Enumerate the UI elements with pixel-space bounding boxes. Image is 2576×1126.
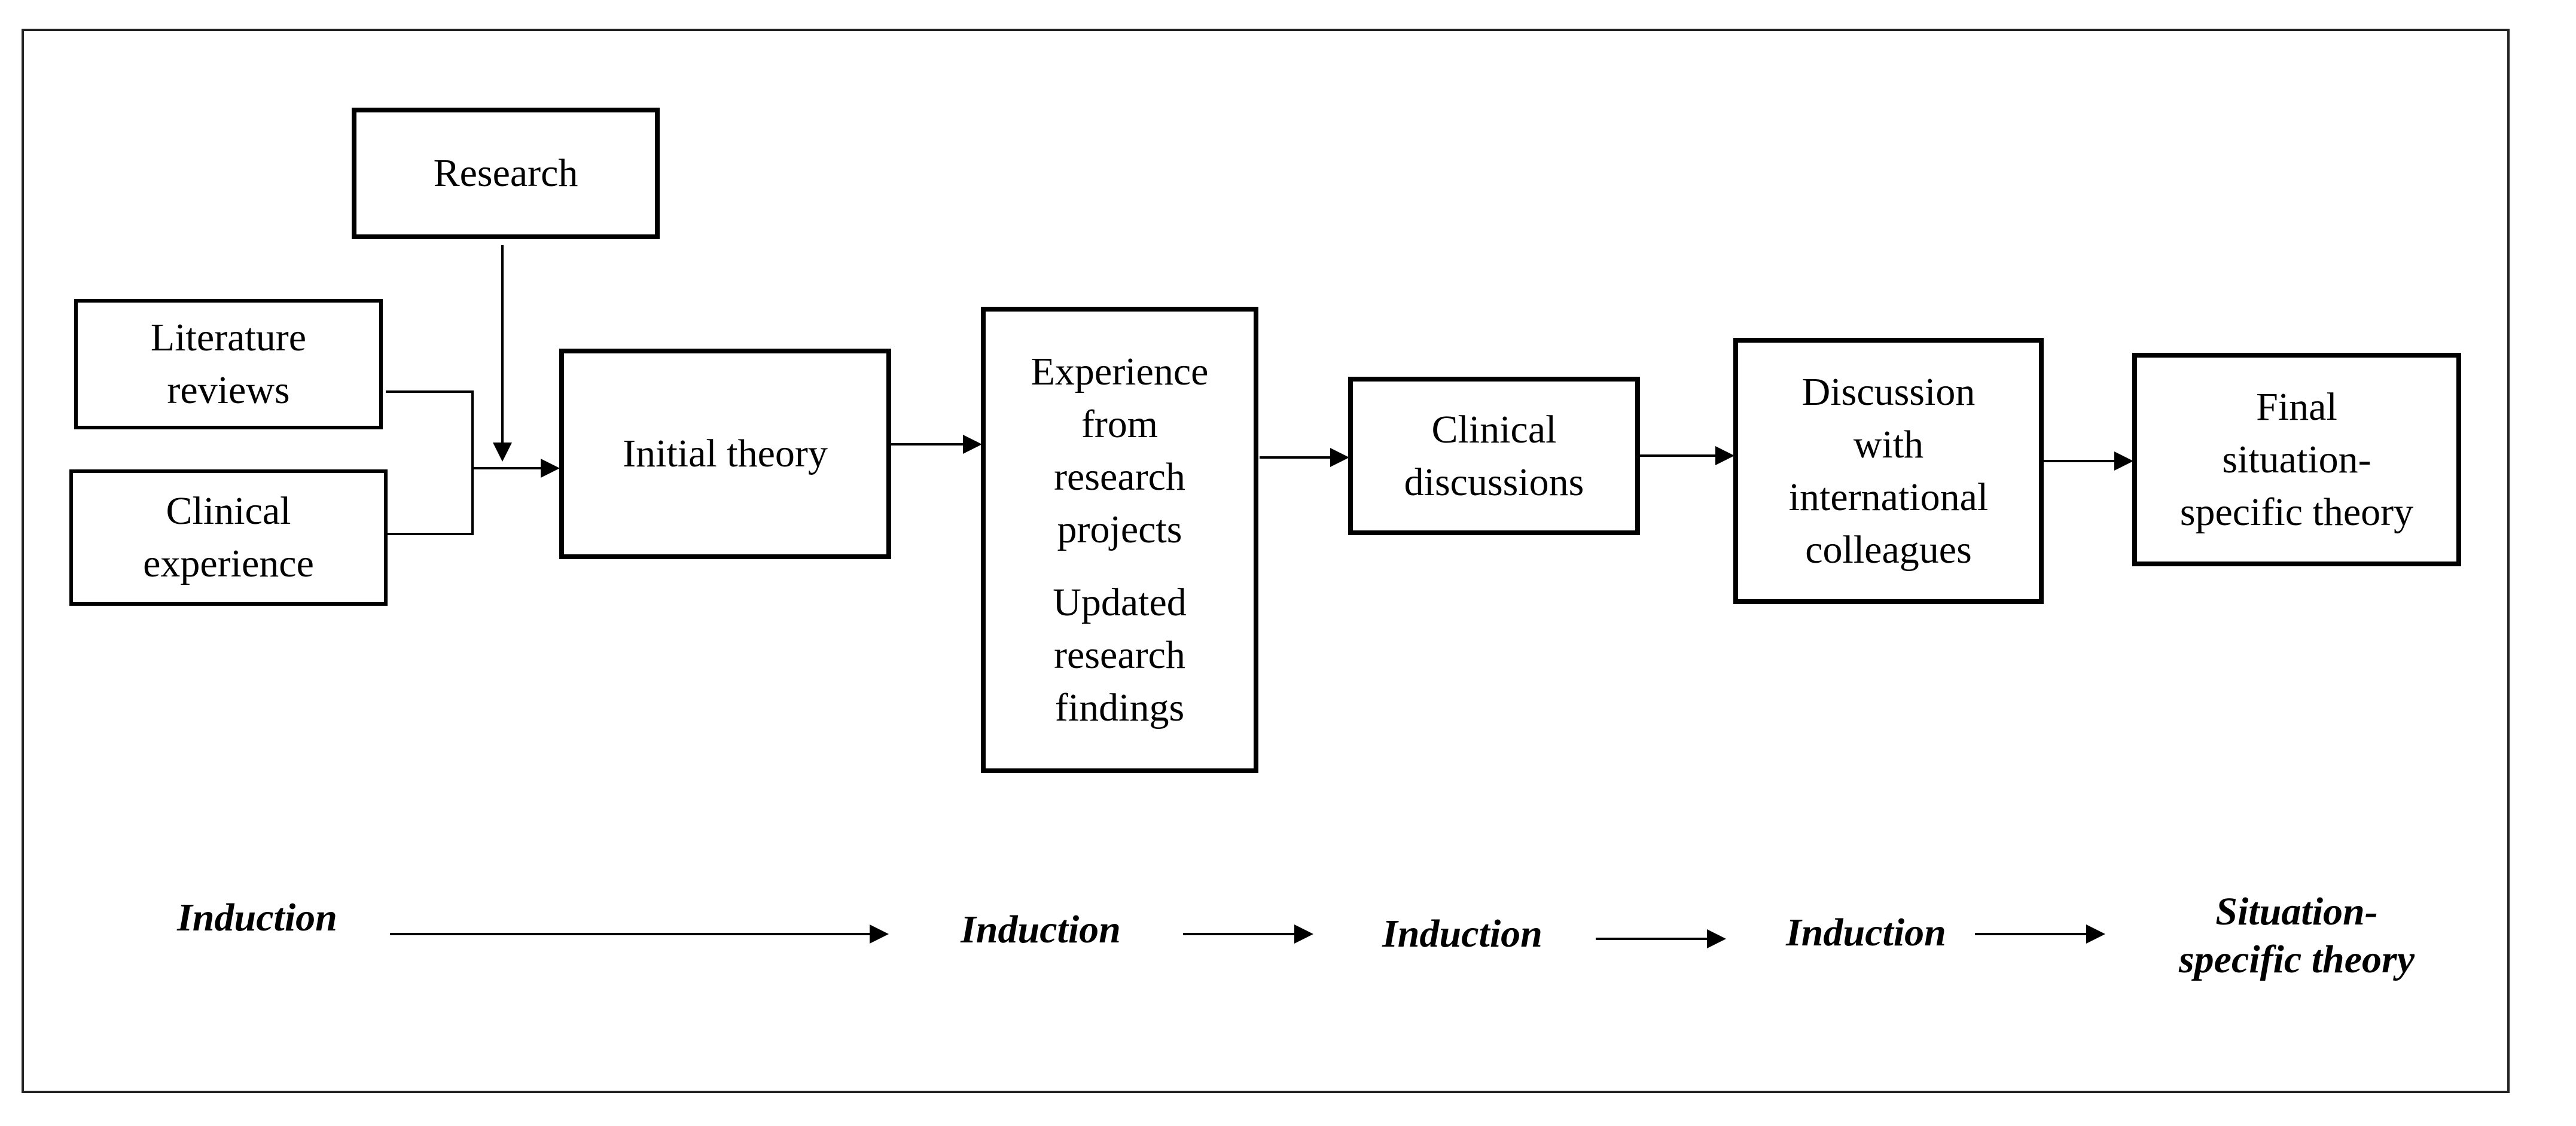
experience-projects-label: Experience from research projects <box>1031 350 1209 551</box>
induction-label-1: Induction <box>177 896 337 939</box>
box-initial-theory: Initial theory <box>559 349 891 559</box>
discussion-international-label: Discussion with international colleagues <box>1788 370 1989 572</box>
box-research: Research <box>352 108 660 239</box>
box-literature-reviews: Literature reviews <box>74 299 383 429</box>
clinical-discussions-label: Clinical discussions <box>1404 407 1584 504</box>
situation-specific-label: Situation- specific theory <box>2178 890 2415 981</box>
clinical-experience-label: Clinical experience <box>143 489 314 585</box>
induction-label-2: Induction <box>961 908 1121 951</box>
connector-literature <box>386 390 474 468</box>
literature-reviews-label: Literature reviews <box>150 316 307 412</box>
research-label: Research <box>433 151 578 195</box>
induction-label-4: Induction <box>1786 911 1946 954</box>
box-research-experience: Experience from research projects Update… <box>981 307 1258 773</box>
initial-theory-label: Initial theory <box>623 432 828 475</box>
updated-findings-label: Updated research findings <box>1053 581 1187 730</box>
connector-clinical <box>386 468 474 535</box>
final-theory-label: Final situation- specific theory <box>2179 385 2414 534</box>
induction-label-3: Induction <box>1382 912 1542 956</box>
box-international-discussion: Discussion with international colleagues <box>1733 338 2044 604</box>
box-clinical-discussions: Clinical discussions <box>1348 377 1640 535</box>
box-clinical-experience: Clinical experience <box>69 469 388 606</box>
box-final-theory: Final situation- specific theory <box>2132 353 2461 566</box>
